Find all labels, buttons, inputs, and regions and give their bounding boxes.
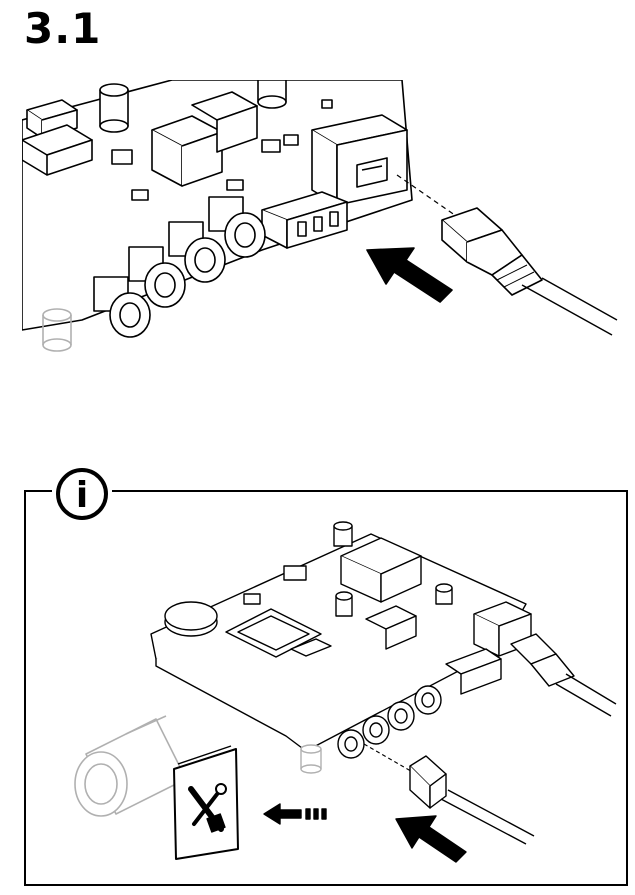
- chip-large: [22, 124, 93, 176]
- info-icon: i: [52, 464, 112, 524]
- chip-left: [26, 99, 78, 139]
- transformer: [340, 537, 422, 603]
- rj45-cable: [510, 633, 617, 717]
- transformer: [151, 115, 223, 187]
- info-glyph: i: [76, 475, 88, 516]
- main-chip: [225, 608, 322, 658]
- video-plug: [409, 755, 535, 845]
- insertion-guide-line: [396, 174, 463, 221]
- rj45-jack: [311, 114, 408, 206]
- insert-arrow: [366, 247, 453, 303]
- tools-manual-icon: [173, 745, 239, 860]
- info-box: [24, 490, 628, 886]
- terminal-block: [261, 191, 348, 249]
- capacitor: [99, 83, 129, 133]
- insertion-guide-line: [363, 743, 417, 775]
- step-number: 3.1: [24, 4, 102, 53]
- transformer-2: [191, 91, 258, 153]
- manual-arrow: [263, 803, 327, 825]
- insert-arrow: [395, 815, 467, 863]
- capacitors: [333, 521, 453, 617]
- bnc-connectors: [93, 196, 266, 338]
- small-components: [111, 99, 333, 201]
- board-overview-illustration: [74, 521, 617, 863]
- camera-lens: [74, 715, 187, 817]
- capacitor-2: [257, 80, 287, 109]
- board-closeup-illustration: [22, 80, 618, 352]
- rj45-plug: [441, 207, 618, 336]
- small-components: [243, 565, 417, 657]
- terminal-block: [445, 648, 502, 695]
- bnc-connectors: [337, 685, 442, 759]
- standoff: [42, 308, 72, 352]
- coin-battery: [164, 601, 218, 637]
- standoff: [300, 744, 322, 774]
